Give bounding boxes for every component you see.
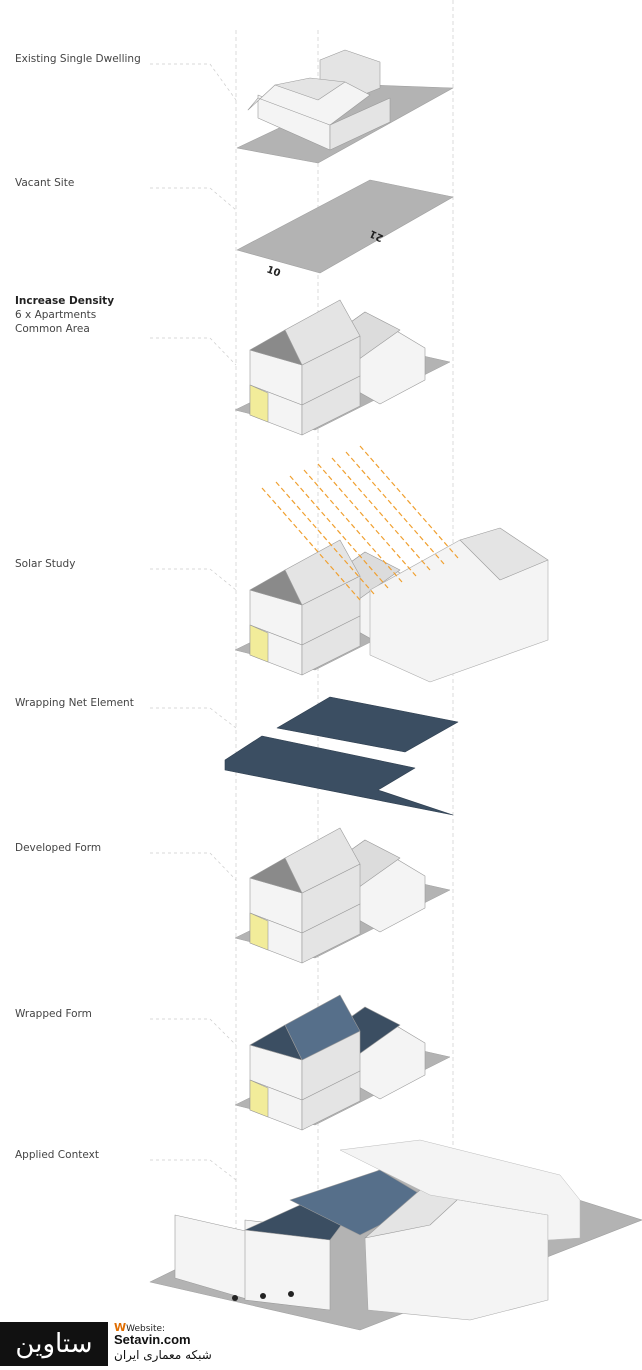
existing-dwelling-model — [236, 49, 454, 164]
existing-house-roof-ridge — [274, 77, 346, 101]
label-solar-study: Solar Study — [15, 558, 76, 570]
sun-ray-4 — [317, 463, 417, 577]
label-developed-form: Developed Form — [15, 842, 102, 854]
label-common-area: Common Area — [15, 323, 90, 335]
sun-ray-5 — [331, 457, 431, 571]
site-dimension-front: 10 — [265, 264, 282, 279]
wrapped-model-common-area — [249, 1079, 269, 1118]
wrapping-net-model — [224, 696, 459, 816]
label-leader-line-6 — [150, 1018, 237, 1046]
wrapped-model-ground-floor-side — [301, 1070, 361, 1131]
sun-ray-0 — [261, 487, 361, 601]
label-increase-density: Increase Density 6 x Apartments Common A… — [15, 294, 114, 336]
neighbour-roof — [459, 527, 549, 581]
solar-study-extras — [369, 527, 549, 683]
label-leader-line-2 — [150, 337, 237, 366]
label-leader-line-0 — [150, 63, 237, 101]
label-leader-line-4 — [150, 707, 237, 729]
label-leader-line-7 — [150, 1159, 237, 1181]
vacant-site-model: 10 21 — [236, 179, 454, 280]
developed-model-ground-floor-side — [301, 903, 361, 964]
label-vacant-site: Vacant Site — [15, 177, 75, 189]
sun-ray-6 — [345, 451, 445, 565]
watermark-logo: ستاوین — [0, 1322, 108, 1366]
context-person-1 — [260, 1293, 266, 1299]
context-person-2 — [288, 1291, 294, 1297]
watermark-website-url: Setavin.com — [114, 1332, 191, 1347]
solar-model-ground-floor-side — [301, 615, 361, 676]
solar-model-common-area — [249, 624, 269, 663]
wrapped-model — [234, 994, 451, 1131]
label-apartments: 6 x Apartments — [15, 309, 97, 321]
existing-house-side-wall — [329, 97, 391, 151]
developed-model-common-area — [249, 912, 269, 951]
label-increase-density-title: Increase Density — [15, 295, 115, 307]
context-person-0 — [232, 1295, 238, 1301]
label-leader-line-3 — [150, 568, 237, 591]
watermark: ستاوین WWebsite: Setavin.com شبکه معماری… — [0, 1318, 230, 1366]
sun-ray-1 — [275, 481, 375, 595]
developed-model-roof-side — [284, 827, 361, 894]
net-front-panel — [224, 735, 454, 816]
sun-ray-7 — [359, 445, 459, 559]
density-model — [234, 299, 451, 436]
wrapped-model-roof-side — [284, 994, 361, 1061]
watermark-website-label: WWebsite: — [114, 1321, 166, 1334]
label-applied-context: Applied Context — [15, 1149, 99, 1161]
label-wrapping-net-element: Wrapping Net Element — [15, 697, 134, 709]
site-dimension-side: 21 — [368, 227, 385, 243]
density-model-roof-side — [284, 299, 361, 366]
sun-ray-2 — [289, 475, 389, 589]
label-existing-single-dwelling: Existing Single Dwelling — [15, 53, 141, 65]
net-rear-panel — [276, 696, 459, 753]
label-leader-line-1 — [150, 187, 237, 211]
density-model-common-area — [249, 384, 269, 423]
vacant-site-plane — [236, 179, 454, 274]
applied-context-model — [149, 1139, 642, 1331]
label-leader-line-5 — [150, 852, 237, 881]
watermark-persian-subtitle: شبکه معماری ایران — [114, 1348, 212, 1362]
label-wrapped-form: Wrapped Form — [15, 1008, 92, 1020]
density-model-ground-floor-side — [301, 375, 361, 436]
developed-model — [234, 827, 451, 964]
context-rear-houses — [339, 1139, 581, 1241]
sun-ray-3 — [303, 469, 403, 583]
